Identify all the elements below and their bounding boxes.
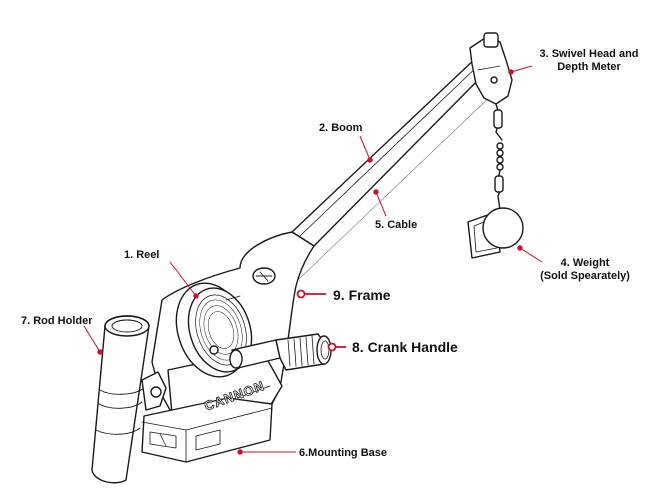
crank-handle-illustration [229,333,332,371]
weight-chain-illustration [494,142,504,217]
weight-illustration [467,207,524,259]
swivel-leader [510,65,533,73]
rod-holder-illustration [91,315,167,484]
label-boom: 2. Boom [319,122,363,134]
boom-illustration [291,55,493,247]
label-swivel-head-line1: 3. Swivel Head and [539,48,639,60]
label-reel: 1. Reel [124,249,160,261]
mounting-base-illustration [141,397,273,463]
label-crank-handle: 8. Crank Handle [352,339,458,355]
rod-holder-leader [83,325,101,353]
label-weight-note: (Sold Spearately) [540,270,630,282]
label-rod-holder: 7. Rod Holder [21,315,93,327]
label-mounting-base: 6.Mounting Base [299,447,388,459]
reel-leader [169,261,197,297]
cable-leader [375,191,387,217]
label-weight-line1: 4. Weight [560,257,610,269]
label-swivel-head: 3. Swivel Head and Depth Meter [530,48,648,74]
label-weight: 4. Weight (Sold Spearately) [530,257,640,283]
label-frame: 9. Frame [333,287,391,303]
weight-leader [519,247,543,263]
label-swivel-head-line2: Depth Meter [557,61,621,73]
boom-leader [359,135,371,161]
label-cable: 5. Cable [375,219,418,231]
swivel-head-illustration [469,32,513,141]
